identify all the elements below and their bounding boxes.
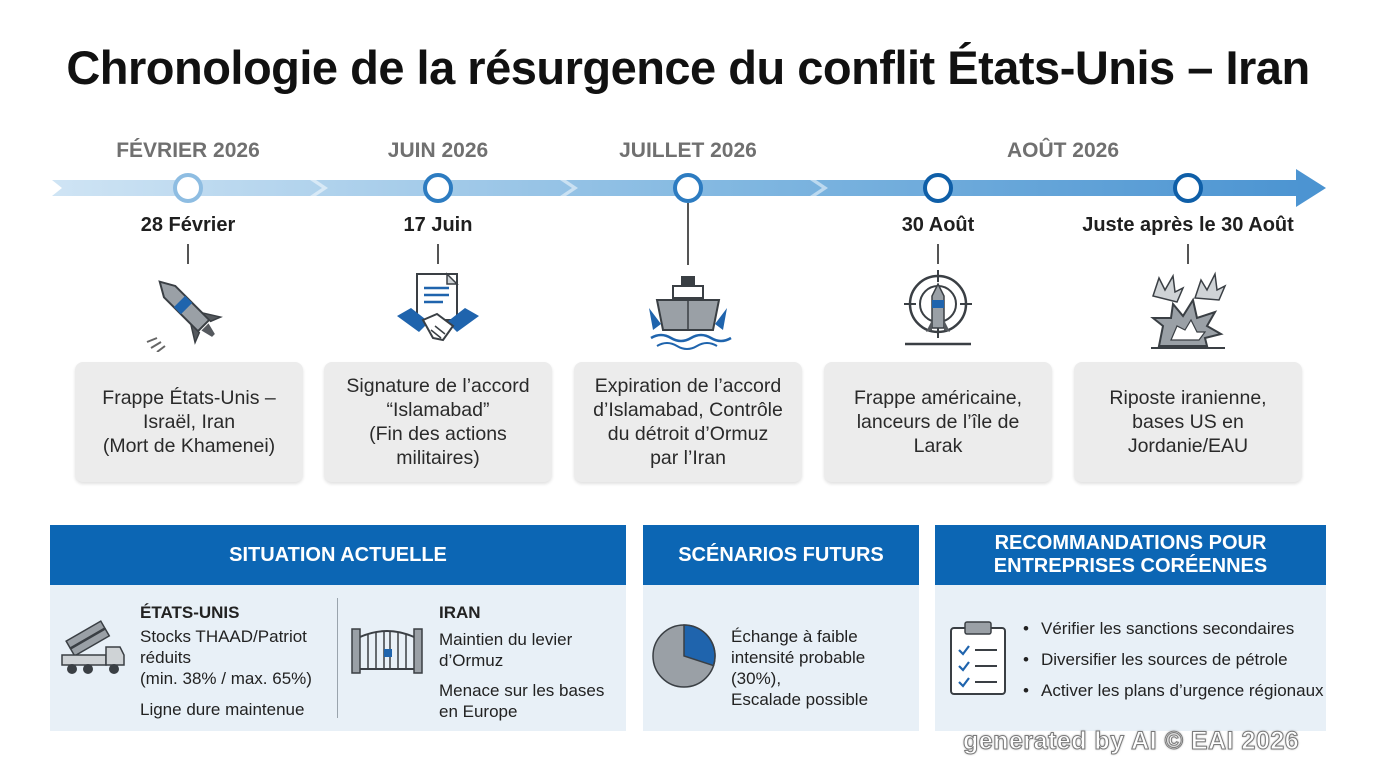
event-card-1: Frappe États-Unis – Israël, Iran (Mort d… <box>75 362 303 482</box>
us-hardline-text: Ligne dure maintenue <box>140 700 305 719</box>
page-title: Chronologie de la résurgence du conflit … <box>66 41 1310 94</box>
recommendations-panel-title: RECOMMANDATIONS POUR ENTREPRISES CORÉENN… <box>935 525 1326 585</box>
launcher-truck-icon <box>61 620 125 674</box>
event-stem-4 <box>937 244 939 264</box>
situation-divider <box>337 598 338 718</box>
watermark: generated by AI © EAI 2026 <box>962 727 1300 756</box>
scenarios-panel: SCÉNARIOS FUTURS Échange à faible intens… <box>643 525 919 731</box>
situation-panel: SITUATION ACTUELLE ÉTATS-UNIS Stocks THA… <box>50 525 626 731</box>
event-date-5: Juste après le 30 Août <box>1082 214 1294 236</box>
handshake-document-icon <box>397 272 479 342</box>
timeline-node-1 <box>173 173 203 203</box>
event-card-3: Expiration de l’accord d’Islamabad, Cont… <box>574 362 802 482</box>
clipboard-checklist-icon <box>950 621 1006 695</box>
iran-threat-text: Menace sur les bases en Europe <box>439 681 605 721</box>
list-item: Vérifier les sanctions secondaires <box>1023 618 1324 639</box>
ship-icon <box>649 276 732 350</box>
us-heading: ÉTATS-UNIS <box>140 603 240 622</box>
month-label-aug: AOÛT 2026 <box>1006 139 1120 162</box>
recommendations-list: Vérifier les sanctions secondaires Diver… <box>1023 618 1324 711</box>
event-stem-5 <box>1187 244 1189 264</box>
timeline-node-2 <box>423 173 453 203</box>
event-card-5: Riposte iranienne, bases US en Jordanie/… <box>1074 362 1302 482</box>
timeline-node-4 <box>923 173 953 203</box>
event-date-1: 28 Février <box>140 214 236 236</box>
iran-heading: IRAN <box>439 603 481 622</box>
month-label-jun: JUIN 2026 <box>387 139 489 162</box>
event-stem-3 <box>687 203 689 265</box>
month-label-jul: JUILLET 2026 <box>619 139 757 162</box>
event-card-2: Signature de l’accord “Islamabad” (Fin d… <box>324 362 552 482</box>
pie-probability-slice <box>683 624 716 667</box>
us-stock-text: Stocks THAAD/Patriot réduits (min. 38% /… <box>140 627 312 688</box>
scenarios-text: Échange à faible intensité probable (30%… <box>731 627 869 709</box>
event-date-2: 17 Juin <box>403 214 473 236</box>
event-stem-2 <box>437 244 439 264</box>
list-item: Activer les plans d’urgence régionaux <box>1023 680 1324 701</box>
timeline-node-3 <box>673 173 703 203</box>
list-item: Diversifier les sources de pétrole <box>1023 649 1324 670</box>
explosion-icon <box>1150 271 1227 349</box>
timeline-node-5 <box>1173 173 1203 203</box>
missile-icon <box>146 280 223 352</box>
probability-pie-icon <box>652 624 716 688</box>
gate-icon <box>351 628 423 674</box>
event-card-4: Frappe américaine, lanceurs de l’île de … <box>824 362 1052 482</box>
month-label-feb: FÉVRIER 2026 <box>116 139 260 162</box>
event-stem-1 <box>187 244 189 264</box>
situation-panel-title: SITUATION ACTUELLE <box>50 525 626 585</box>
target-missile-icon <box>904 270 972 346</box>
iran-lever-text: Maintien du levier d’Ormuz <box>439 630 573 670</box>
recommendations-panel: RECOMMANDATIONS POUR ENTREPRISES CORÉENN… <box>935 525 1326 731</box>
scenarios-panel-title: SCÉNARIOS FUTURS <box>643 525 919 585</box>
event-date-4: 30 Août <box>901 214 975 236</box>
